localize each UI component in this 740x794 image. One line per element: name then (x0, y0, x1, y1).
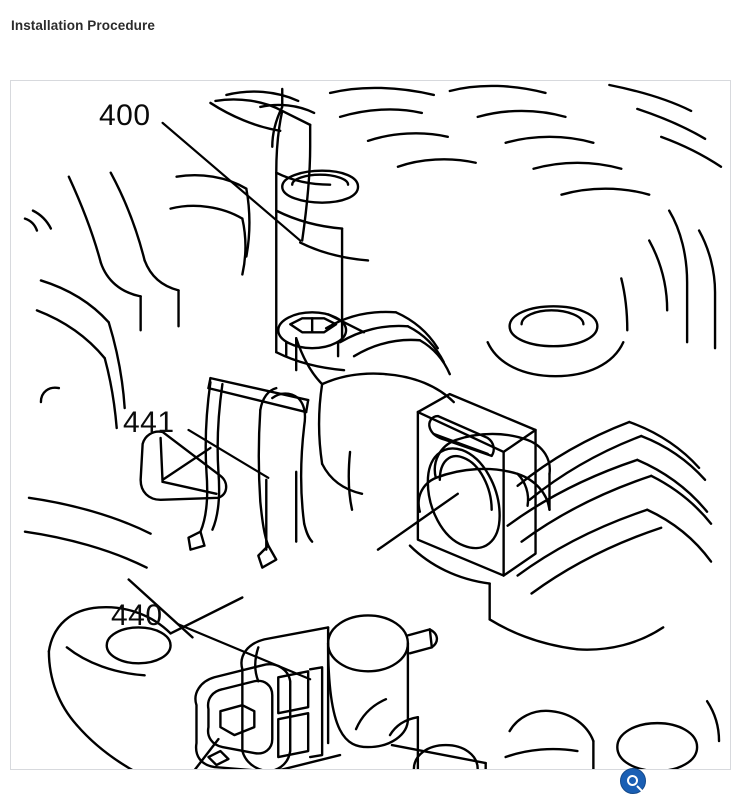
magnifier-handle-icon (636, 785, 643, 792)
lower-mounting-ear (47, 578, 244, 769)
page-title: Installation Procedure (11, 18, 155, 33)
lower-housing-detail (193, 698, 721, 769)
left-mounting-bracket (23, 171, 251, 569)
callout-label-400: 400 (99, 99, 151, 132)
intake-tube-and-bolt (265, 310, 455, 551)
cylinder-head-top-surface (209, 83, 723, 378)
callout-label-440: 440 (111, 599, 163, 632)
sensor-retaining-bracket (187, 376, 314, 569)
upper-left-fragments (23, 90, 316, 232)
cooling-ribs (488, 420, 713, 651)
zoom-icon[interactable] (620, 768, 646, 794)
callout-label-441: 441 (123, 406, 175, 439)
engine-assembly-line-drawing (23, 83, 723, 769)
figure-panel[interactable]: 400 441 440 (10, 80, 731, 770)
